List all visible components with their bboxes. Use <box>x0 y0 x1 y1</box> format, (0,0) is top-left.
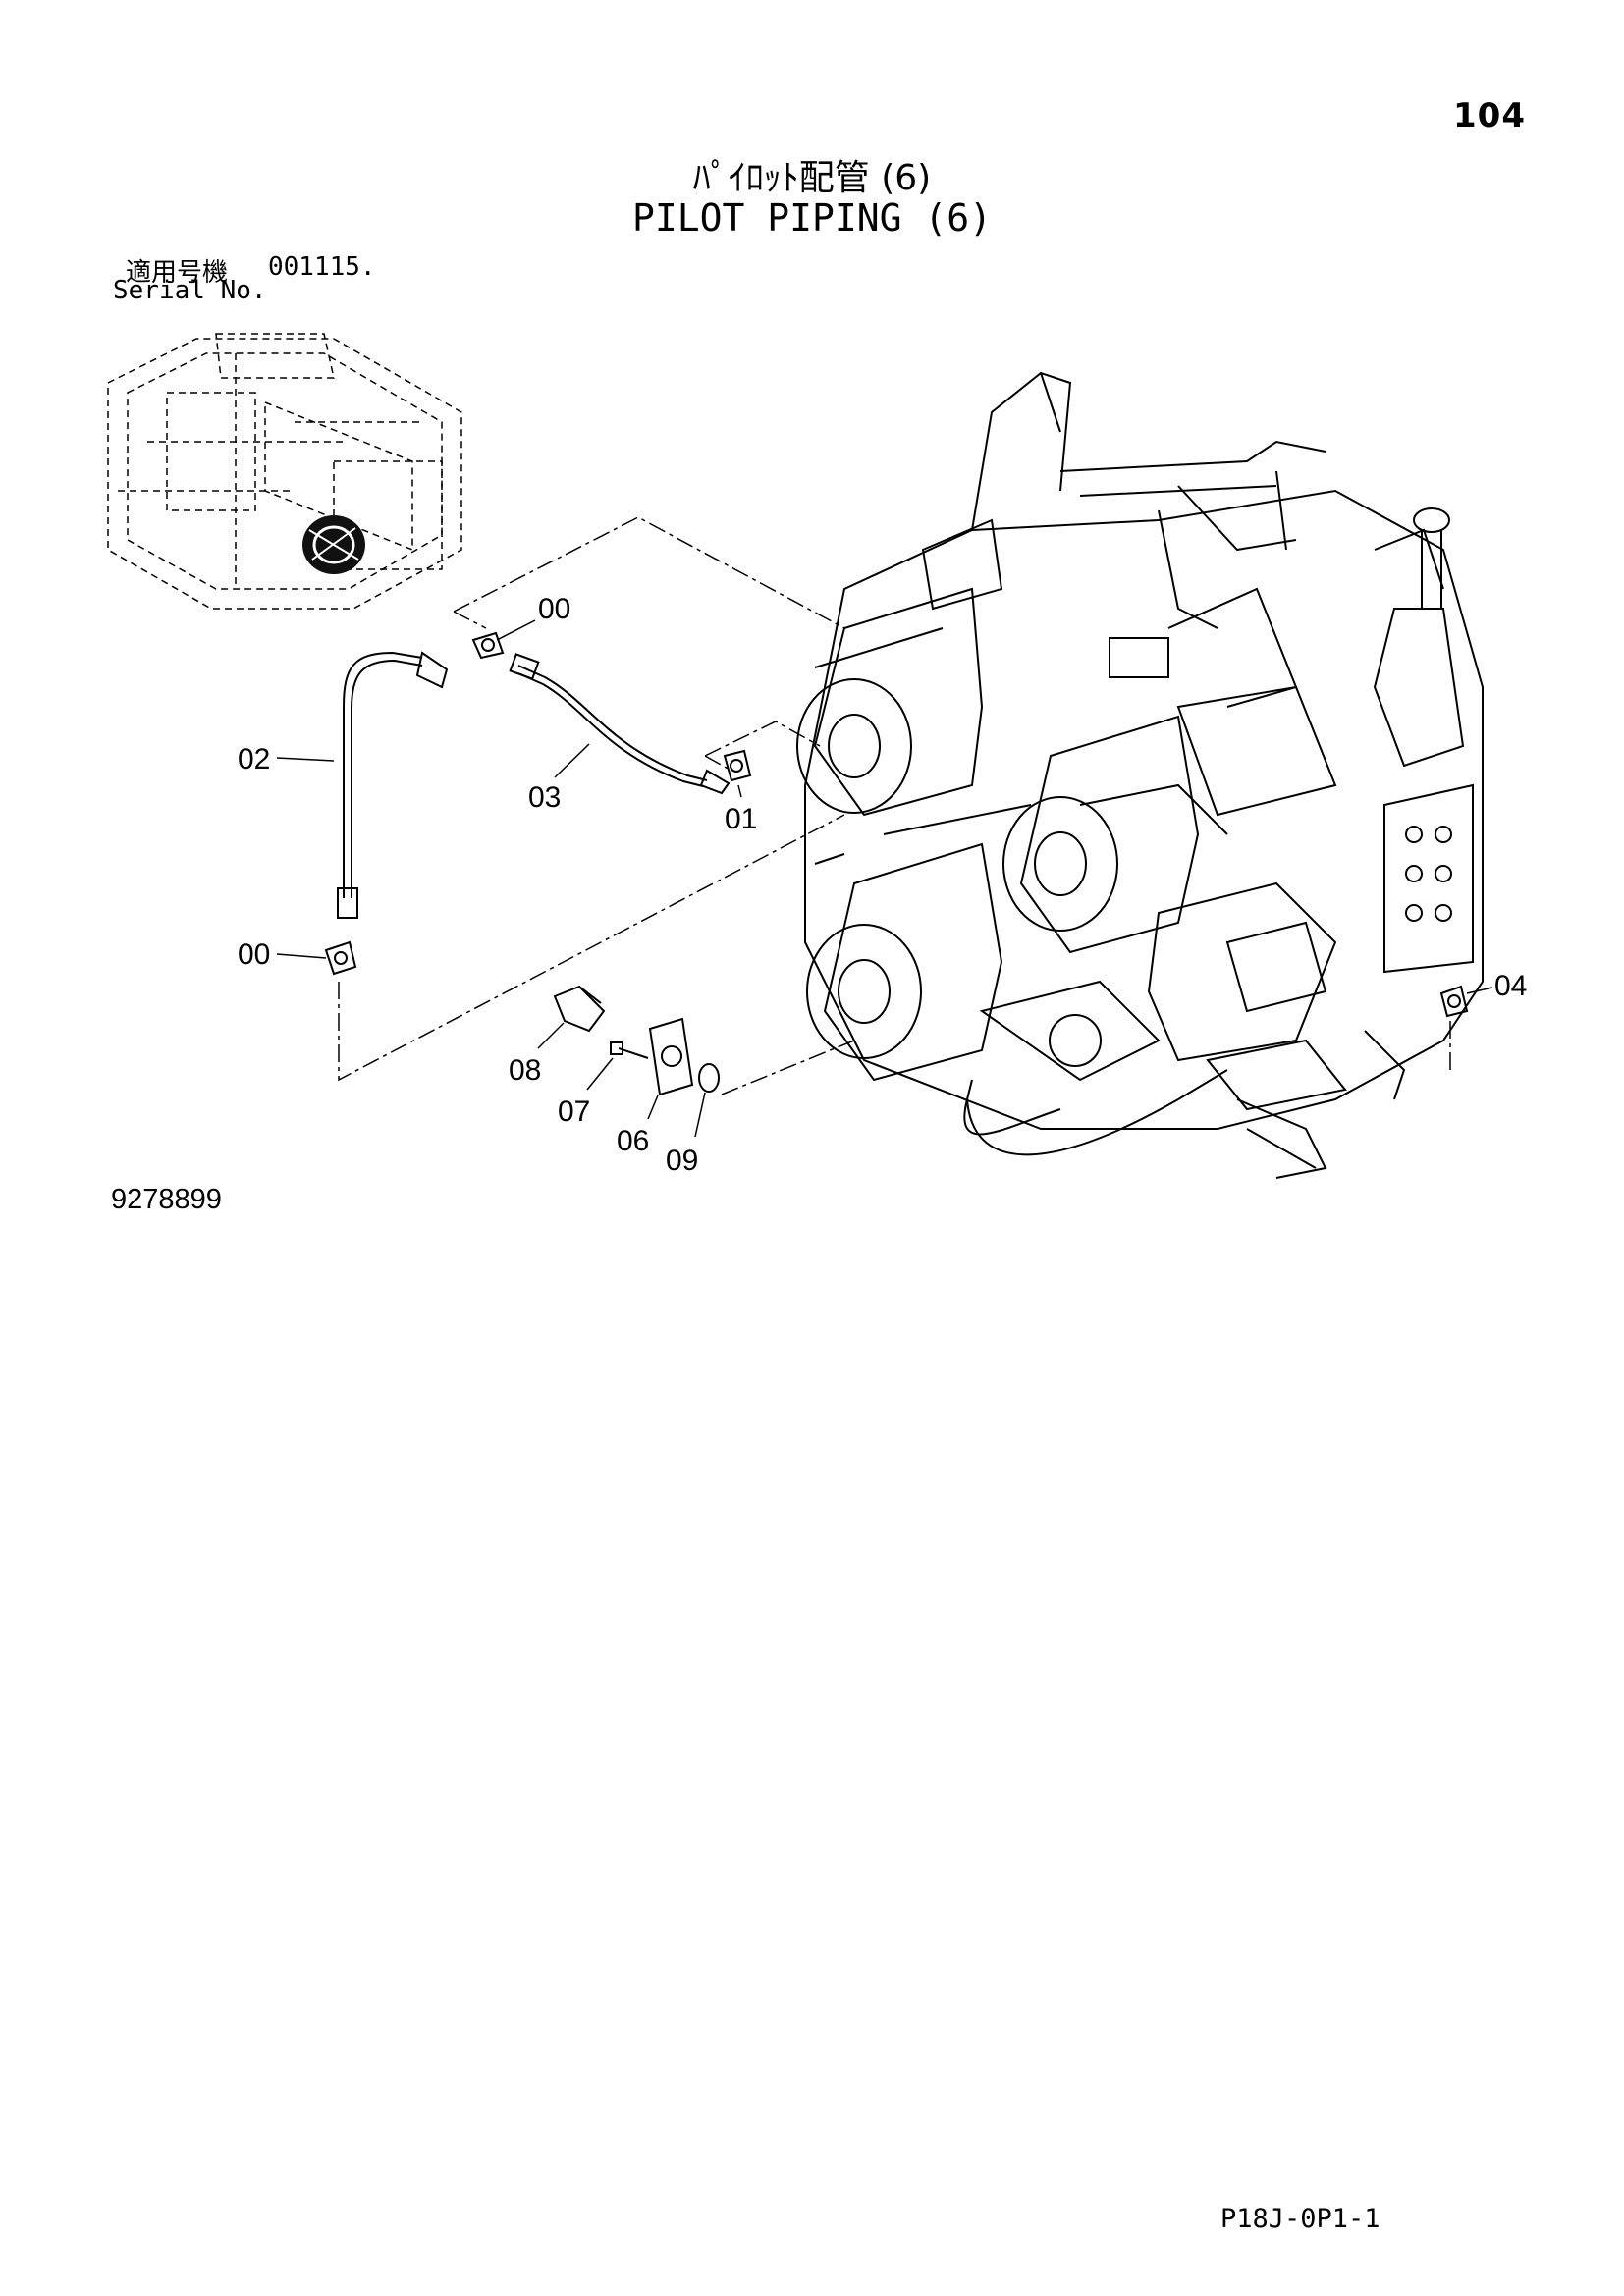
page-code: P18J-0P1-1 <box>1220 2204 1380 2234</box>
hose-02 <box>337 651 449 919</box>
callout-03: 03 <box>528 743 590 814</box>
svg-text:08: 08 <box>509 1054 541 1087</box>
svg-text:00: 00 <box>538 593 570 625</box>
flange-06 <box>648 1017 694 1096</box>
elbow-01 <box>723 749 752 782</box>
hydraulic-pump-assembly <box>796 371 1484 1179</box>
o-ring-09 <box>698 1063 720 1093</box>
svg-text:01: 01 <box>725 803 757 835</box>
adapter-00-top <box>471 631 505 660</box>
hose-03 <box>509 653 731 795</box>
callout-02: 02 <box>238 743 335 775</box>
bolt-07 <box>610 1041 649 1059</box>
callout-09: 09 <box>666 1092 706 1177</box>
machine-location-thumbnail <box>107 333 462 610</box>
callout-01: 01 <box>725 784 757 835</box>
callout-00-left: 00 <box>238 938 327 971</box>
svg-text:00: 00 <box>238 938 270 971</box>
callout-00-top: 00 <box>496 593 570 641</box>
adapter-00-left <box>324 940 357 976</box>
serial-number-value: 001115. <box>268 252 376 282</box>
callout-04: 04 <box>1466 970 1527 1002</box>
callout-07: 07 <box>558 1057 614 1128</box>
svg-text:04: 04 <box>1494 970 1527 1002</box>
svg-text:09: 09 <box>666 1145 698 1177</box>
serial-label-english: Serial No. <box>113 276 267 305</box>
serial-label-japanese: 適用号機 <box>126 258 229 288</box>
page-title-japanese: ﾊﾟｲﾛｯﾄ配管 (6) <box>692 158 932 198</box>
drawing-number: 9278899 <box>111 1184 222 1215</box>
elbow-08 <box>553 985 606 1033</box>
callout-06: 06 <box>617 1095 659 1157</box>
page-number: 104 <box>1453 96 1526 135</box>
page-title-english: PILOT PIPING (6) <box>631 196 993 240</box>
svg-text:07: 07 <box>558 1095 590 1128</box>
svg-text:02: 02 <box>238 743 270 775</box>
elbow-04 <box>1439 985 1469 1018</box>
svg-text:06: 06 <box>617 1125 649 1157</box>
svg-text:03: 03 <box>528 781 561 814</box>
callout-08: 08 <box>509 1022 565 1087</box>
highlighted-pump-location <box>302 515 365 574</box>
